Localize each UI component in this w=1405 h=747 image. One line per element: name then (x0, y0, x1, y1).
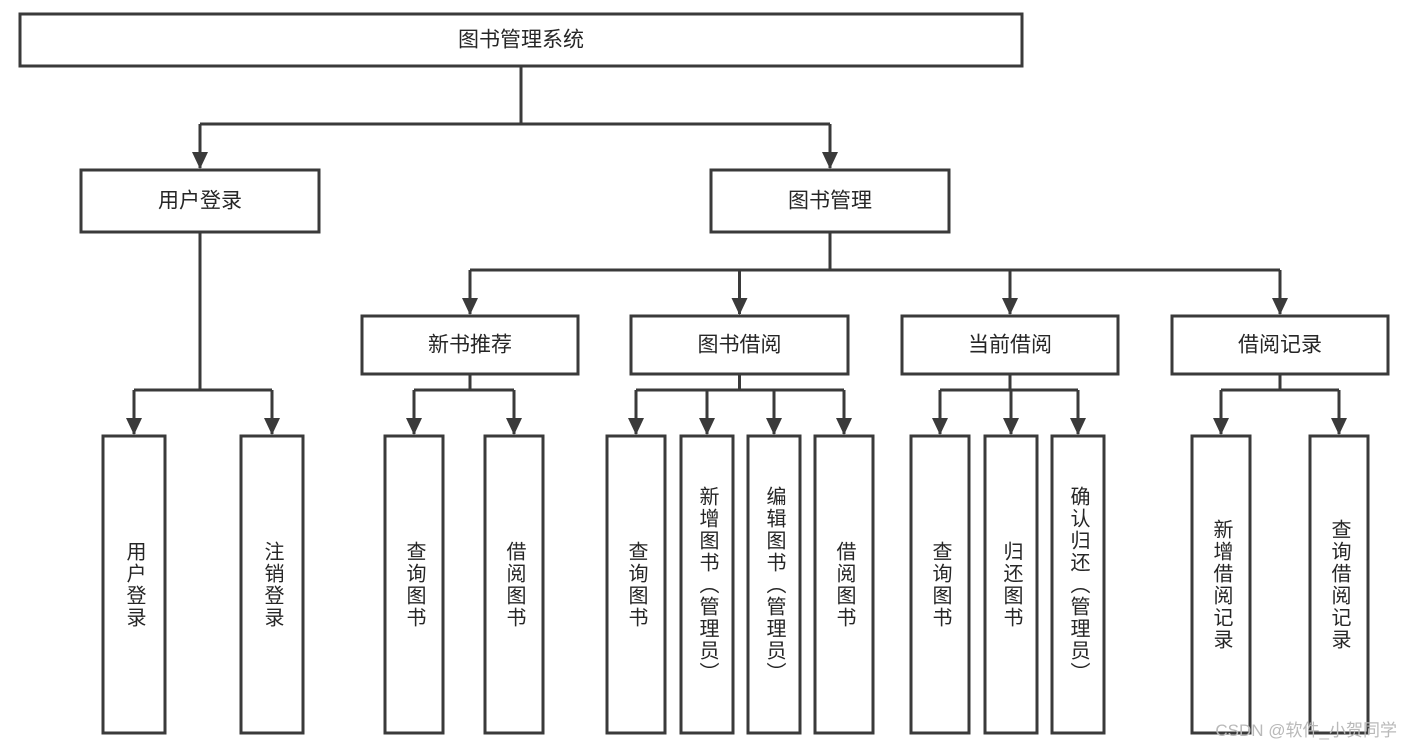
arrow-icon-leaf-add-borrow-record (1213, 418, 1229, 435)
arrow-icon-leaf-return-book (1003, 418, 1019, 435)
node-box-leaf-user-login[interactable] (101, 434, 167, 735)
node-label-book-manage: 图书管理 (788, 190, 872, 213)
arrow-icon-leaf-query-book-current (932, 418, 948, 435)
arrow-icon-leaf-borrow-book (836, 418, 852, 435)
arrow-icon-leaf-logout-login (264, 418, 280, 435)
arrow-icon-borrow-record (1272, 298, 1288, 315)
node-label-borrow-record: 借阅记录 (1238, 334, 1322, 357)
arrow-icon-book-borrow (731, 298, 748, 315)
node-box-leaf-add-book-admin[interactable] (679, 434, 735, 735)
arrow-icon-user-login (192, 152, 208, 169)
node-box-leaf-query-book-borrow[interactable] (605, 434, 667, 735)
arrow-icon-leaf-query-book-borrow (628, 418, 644, 435)
node-box-user-login[interactable] (79, 168, 321, 234)
arrow-icon-leaf-query-book-recommend (406, 418, 422, 435)
node-box-leaf-logout-login[interactable] (239, 434, 305, 735)
node-box-leaf-borrow-book-recommend[interactable] (483, 434, 545, 735)
arrow-icon-leaf-query-borrow-record (1331, 418, 1347, 435)
arrow-icon-leaf-user-login (126, 418, 142, 435)
arrow-icon-current-borrow (1002, 298, 1018, 315)
arrow-icon-new-book-recommend (462, 298, 478, 315)
node-box-leaf-return-book[interactable] (983, 434, 1039, 735)
node-box-leaf-query-book-recommend[interactable] (383, 434, 445, 735)
node-box-leaf-confirm-return-admin[interactable] (1050, 434, 1106, 735)
node-label-user-login: 用户登录 (158, 190, 242, 213)
node-label-book-borrow: 图书借阅 (698, 334, 782, 357)
node-box-leaf-borrow-book[interactable] (813, 434, 875, 735)
node-boxes-group (18, 12, 1390, 735)
node-label-new-book-recommend: 新书推荐 (428, 334, 512, 357)
node-box-leaf-add-borrow-record[interactable] (1190, 434, 1252, 735)
node-box-current-borrow[interactable] (900, 314, 1120, 376)
node-label-root: 图书管理系统 (458, 29, 584, 52)
node-label-current-borrow: 当前借阅 (968, 334, 1052, 357)
node-box-book-manage[interactable] (709, 168, 951, 234)
node-box-borrow-record[interactable] (1170, 314, 1390, 376)
arrow-icon-leaf-edit-book-admin (766, 418, 782, 435)
arrow-icon-book-manage (822, 152, 838, 169)
node-box-root[interactable] (18, 12, 1024, 68)
node-box-leaf-query-borrow-record[interactable] (1308, 434, 1370, 735)
node-box-book-borrow[interactable] (629, 314, 850, 376)
arrow-icon-leaf-borrow-book-recommend (506, 418, 522, 435)
arrow-icon-leaf-add-book-admin (699, 418, 715, 435)
node-box-leaf-edit-book-admin[interactable] (746, 434, 802, 735)
connector-lines-group (126, 66, 1347, 435)
csdn-watermark: CSDN @软件_小贺同学 (1215, 721, 1397, 740)
node-box-new-book-recommend[interactable] (360, 314, 580, 376)
node-box-leaf-query-book-current[interactable] (909, 434, 971, 735)
arrow-icon-leaf-confirm-return-admin (1070, 418, 1086, 435)
